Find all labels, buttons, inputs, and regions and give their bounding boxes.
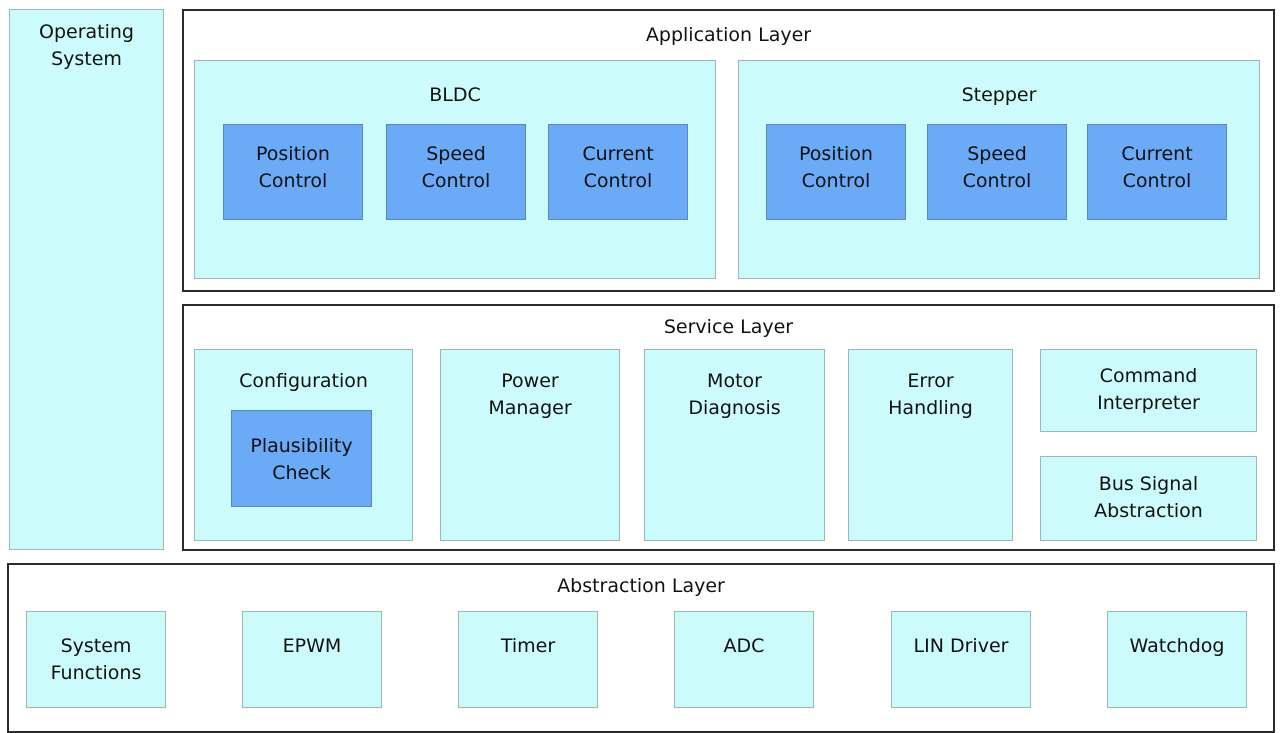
epwm-block: EPWM [242,611,382,708]
timer-block: Timer [458,611,598,708]
application-layer-title: Application Layer [645,24,812,46]
motor-diagnosis-block: Motor Diagnosis [644,349,825,541]
lin-driver-block: LIN Driver [891,611,1031,708]
bldc-speed-control-label: Speed Control [421,143,491,192]
stepper-current-control-label: Current Control [1121,143,1193,192]
bldc-position-control-label: Position Control [256,143,330,192]
stepper-speed-control: Speed Control [927,124,1067,220]
operating-system-block: Operating System [9,9,164,550]
command-interpreter-label: Command Interpreter [1097,365,1200,414]
bldc-position-control: Position Control [223,124,363,220]
configuration-title: Configuration [239,370,368,392]
bldc-title: BLDC [429,84,481,106]
watchdog-label: Watchdog [1129,635,1225,657]
plausibility-check-label: Plausibility Check [250,435,353,484]
bldc-current-control-label: Current Control [582,143,654,192]
system-functions-label: System Functions [50,635,142,684]
stepper-title: Stepper [961,84,1037,106]
adc-block: ADC [674,611,814,708]
lin-driver-label: LIN Driver [913,635,1009,657]
abstraction-layer-title: Abstraction Layer [557,575,725,597]
stepper-position-control-label: Position Control [799,143,873,192]
watchdog-block: Watchdog [1107,611,1247,708]
stepper-position-control: Position Control [766,124,906,220]
system-functions-block: System Functions [26,611,166,708]
adc-label: ADC [723,635,765,657]
operating-system-label: Operating System [39,21,134,70]
timer-label: Timer [500,635,556,657]
abstraction-layer: Abstraction Layer [7,563,1275,733]
command-interpreter-block: Command Interpreter [1040,349,1257,432]
stepper-speed-control-label: Speed Control [962,143,1032,192]
plausibility-check-block: Plausibility Check [231,410,372,507]
epwm-label: EPWM [282,635,342,657]
service-layer-title: Service Layer [663,316,794,338]
power-manager-label: Power Manager [488,370,572,419]
bus-signal-abstraction-block: Bus Signal Abstraction [1040,456,1257,541]
bldc-current-control: Current Control [548,124,688,220]
error-handling-label: Error Handling [888,370,973,419]
bldc-speed-control: Speed Control [386,124,526,220]
error-handling-block: Error Handling [848,349,1013,541]
bus-signal-abstraction-label: Bus Signal Abstraction [1094,473,1203,522]
power-manager-block: Power Manager [440,349,620,541]
stepper-current-control: Current Control [1087,124,1227,220]
motor-diagnosis-label: Motor Diagnosis [688,370,781,419]
